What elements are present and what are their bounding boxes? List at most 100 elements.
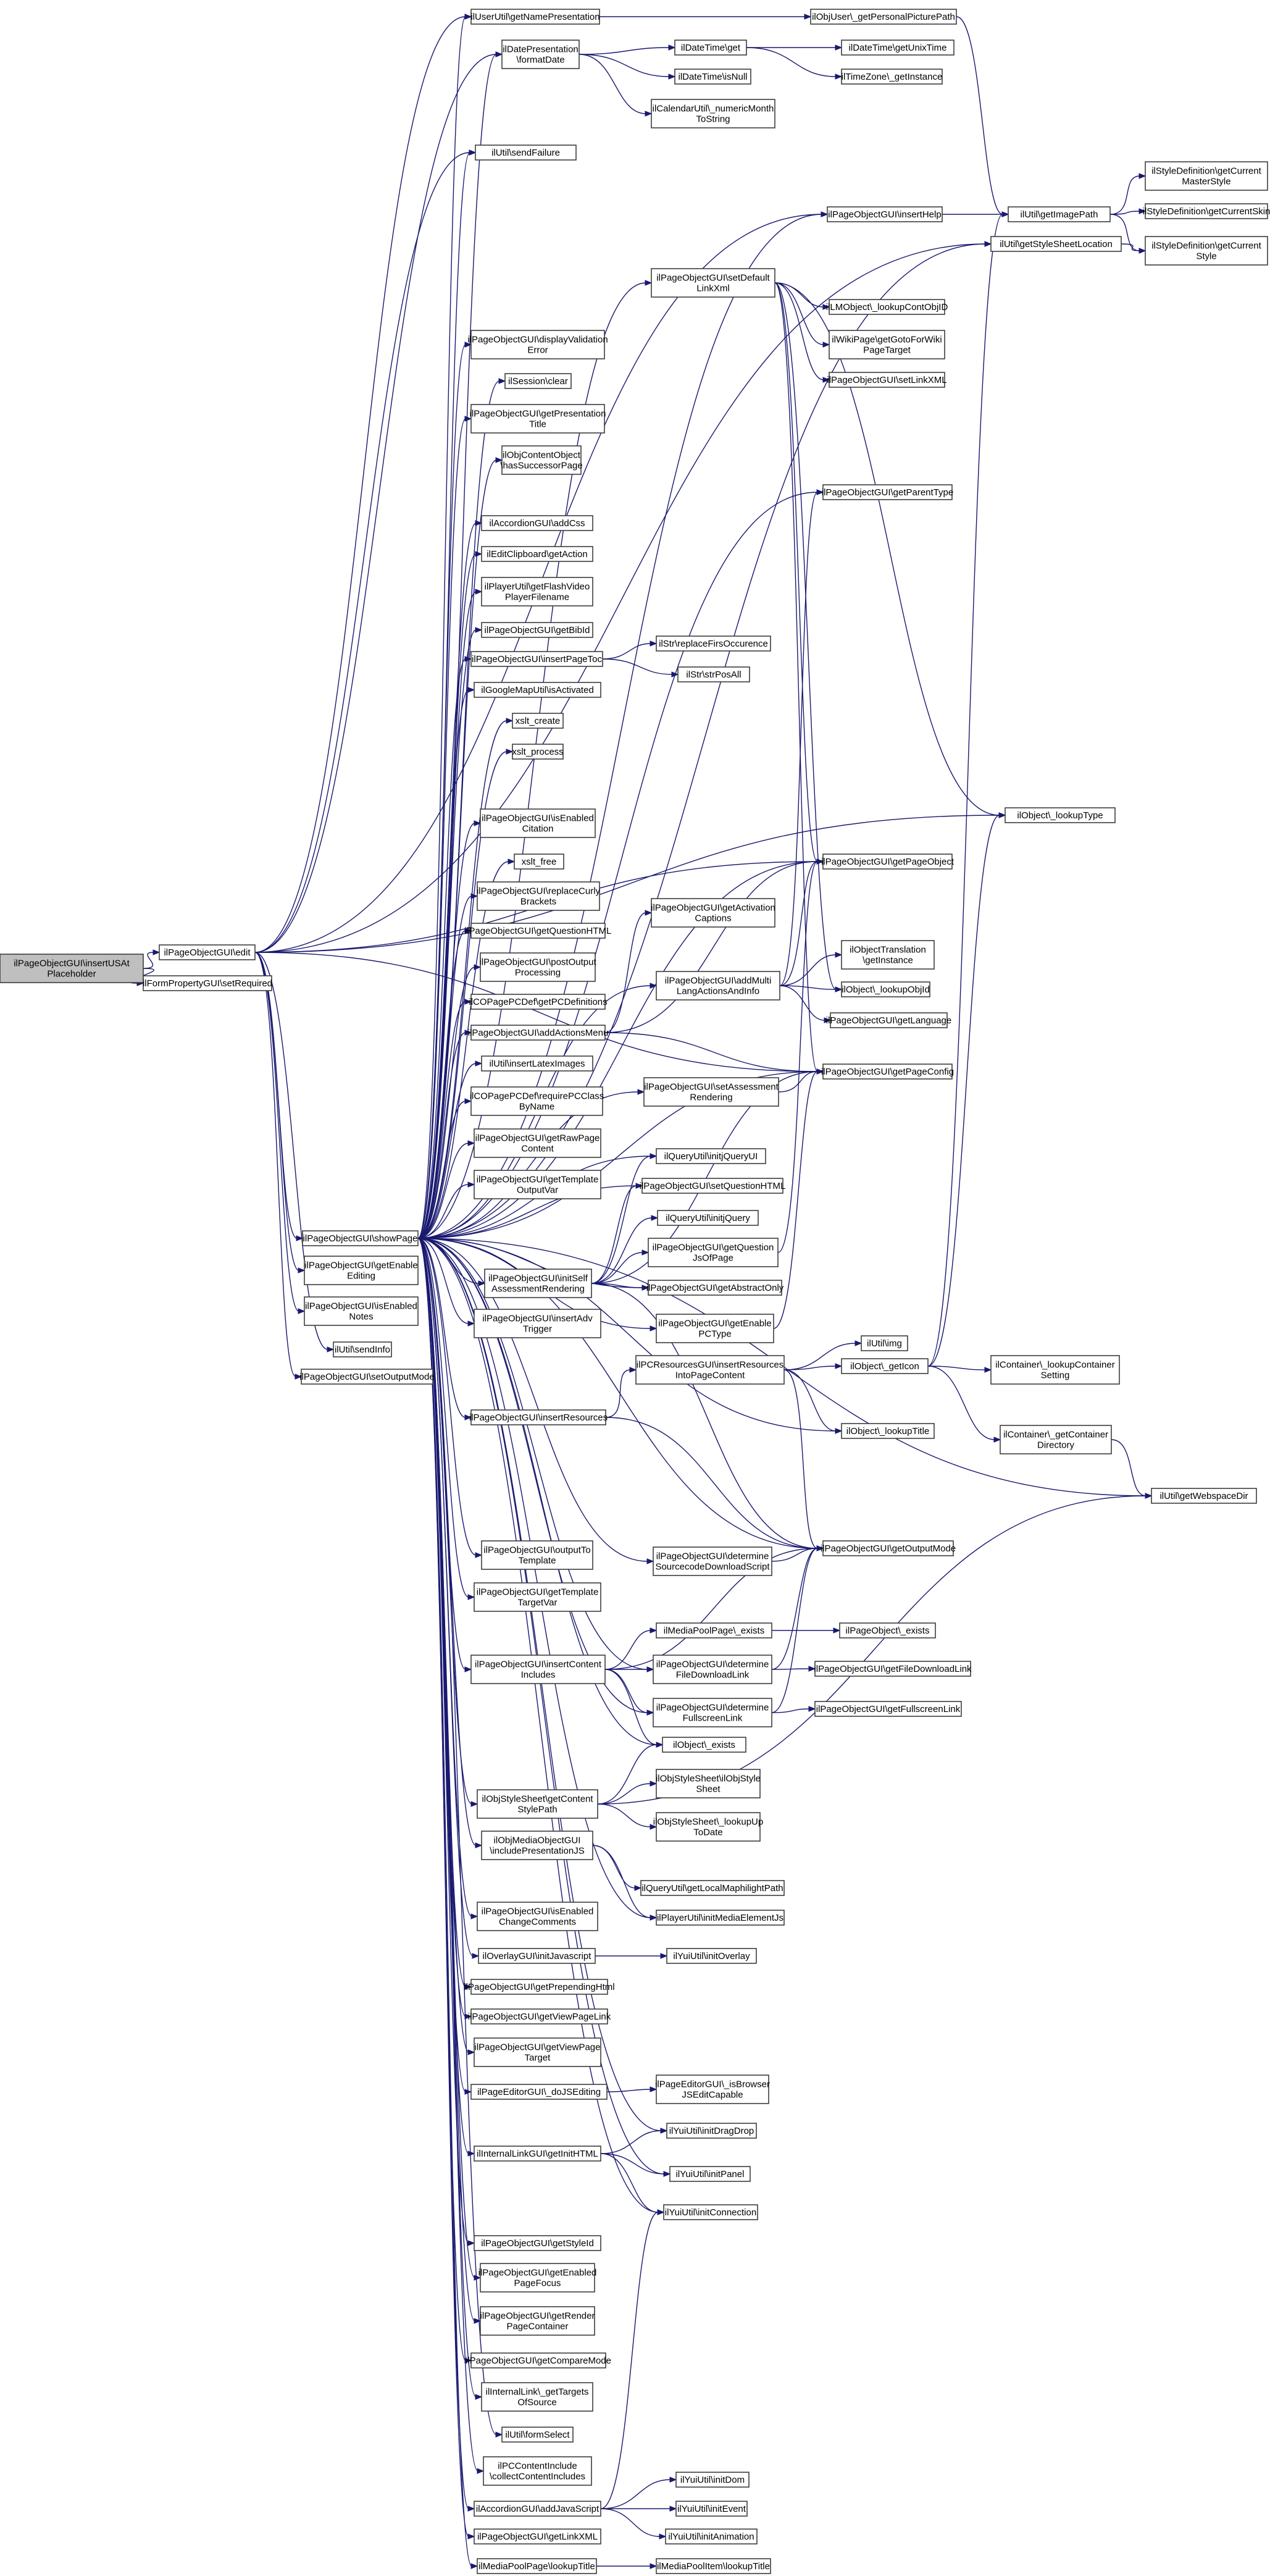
node-glx[interactable]: ilPageObjectGUI\getLinkXML [474,2528,601,2545]
node-gom[interactable]: ilPageObjectGUI\getOutputMode [821,1540,956,1556]
node-yid[interactable]: ilYuiUtil\initDom [675,2472,750,2488]
node-gih[interactable]: ilInternalLinkGUI\getInitHTML [474,2146,601,2162]
node-djse[interactable]: ilPageEditorGUI\_doJSEditing [470,2084,608,2100]
node-mipj[interactable]: ilObjMediaObjectGUI\includePresentationJ… [481,1831,593,1860]
node-dfdl[interactable]: ilPageObjectGUI\determineFileDownloadLin… [653,1655,772,1684]
node-imej[interactable]: ilPlayerUtil\initMediaElementJs [656,1910,785,1926]
node-sqh[interactable]: ilPageObjectGUI\setQuestionHTML [640,1178,786,1194]
node-pcci[interactable]: ilPCContentInclude\collectContentInclude… [483,2456,592,2486]
node-xc[interactable]: xslt_create [512,713,564,729]
node-mpe[interactable]: ilMediaPoolPage\_exists [656,1622,772,1638]
node-ir[interactable]: ilPageObjectGUI\insertResources [469,1409,608,1425]
node-fd[interactable]: ilDatePresentation\formatDate [501,40,580,69]
node-amla[interactable]: ilPageObjectGUI\addMultiLangActionsAndIn… [656,971,780,1001]
node-qui[interactable]: ilQueryUtil\initjQueryUI [656,1148,766,1164]
node-gi[interactable]: ilObject\_getIcon [841,1358,929,1374]
node-fs[interactable]: ilUtil\formSelect [501,2427,574,2443]
node-lti[interactable]: ilObject\_lookupTitle [841,1423,935,1439]
node-sdcs[interactable]: ilStyleDefinition\getCurrentSkin [1143,203,1270,219]
node-uimg[interactable]: ilUtil\img [861,1335,908,1351]
node-gnp[interactable]: ilUserUtil\getNamePresentation [470,9,600,25]
node-cpd[interactable]: ilCOPagePCDef\getPCDefinitions [469,994,608,1010]
node-gl[interactable]: ilPageObjectGUI\getLanguage [826,1012,951,1028]
node-gpo[interactable]: ilPageObjectGUI\getPageObject [821,854,955,870]
node-acss[interactable]: ilAccordionGUI\addCss [481,515,593,531]
node-gph[interactable]: ilPageObjectGUI\getPrependingHtml [464,1979,615,1995]
node-spa[interactable]: ilStr\strPosAll [677,666,750,682]
node-mplt[interactable]: ilMediaPoolPage\lookupTitle [477,2558,597,2574]
node-xf[interactable]: xslt_free [514,854,564,870]
node-dsd[interactable]: ilPageObjectGUI\determineSourcecodeDownl… [653,1546,772,1576]
node-ih[interactable]: ilPageObjectGUI\insertHelp [827,206,943,222]
node-rfo[interactable]: ilStr\replaceFirsOccurence [656,636,771,652]
node-show[interactable]: ilPageObjectGUI\showPage [302,1230,419,1246]
node-gwd[interactable]: ilUtil\getWebspaceDir [1151,1488,1257,1504]
node-dtn[interactable]: ilDateTime\isNull [674,69,751,85]
node-gvpl[interactable]: ilPageObjectGUI\getViewPageLink [468,2008,611,2024]
node-yic[interactable]: ilYuiUtil\initConnection [663,2204,758,2220]
node-gpp[interactable]: ilObjUser\_getPersonalPicturePath [810,9,957,25]
node-gpty[interactable]: ilPageObjectGUI\getParentType [822,484,953,500]
node-isar[interactable]: ilPageObjectGUI\initSelfAssessmentRender… [484,1269,592,1298]
node-si[interactable]: ilUtil\sendInfo [333,1341,392,1357]
node-gao[interactable]: ilPageObjectGUI\getAbstractOnly [646,1280,784,1296]
node-ili[interactable]: ilUtil\insertLatexImages [481,1055,593,1072]
node-yia[interactable]: ilYuiUtil\initAnimation [665,2528,758,2545]
node-ecga[interactable]: ilEditClipboard\getAction [481,546,593,562]
node-tzi[interactable]: ilTimeZone\_getInstance [841,69,943,85]
node-ajs[interactable]: ilAccordionGUI\addJavaScript [474,2501,601,2517]
node-dtg[interactable]: ilDateTime\get [674,40,747,56]
node-gmu[interactable]: ilGoogleMapUtil\isActivated [474,682,601,698]
node-jq[interactable]: ilQueryUtil\initjQuery [657,1210,759,1226]
node-edit[interactable]: ilPageObjectGUI\edit [159,944,256,960]
node-gpc[interactable]: ilPageObjectGUI\getPageConfig [821,1064,954,1080]
node-mpilt[interactable]: ilMediaPoolItem\lookupTitle [656,2558,771,2574]
node-gcm[interactable]: ilPageObjectGUI\getCompareMode [466,2352,611,2368]
node-fprs[interactable]: ilFormPropertyGUI\setRequired [143,975,272,991]
node-sf[interactable]: ilUtil\sendFailure [475,145,577,161]
node-gbi[interactable]: ilPageObjectGUI\getBibId [481,622,593,638]
node-otl[interactable]: ilObjectTranslation\getInstance [841,940,935,970]
node-ossi[interactable]: ilObjStyleSheet\ilObjStyleSheet [656,1769,761,1798]
node-xp[interactable]: xslt_process [512,744,564,760]
node-lt[interactable]: ilObject\_lookupType [1005,807,1116,823]
node-yie[interactable]: ilYuiUtil\initEvent [675,2501,748,2517]
node-ogij[interactable]: ilOverlayGUI\initJavascript [478,1948,596,1964]
node-gsi[interactable]: ilPageObjectGUI\getStyleId [474,2235,601,2251]
node-slx[interactable]: ilPageObjectGUI\setLinkXML [827,372,947,388]
node-gfdl[interactable]: ilPageObjectGUI\getFileDownloadLink [814,1661,972,1677]
node-aam[interactable]: ilPageObjectGUI\addActionsMenu [468,1025,609,1041]
node-gfsl[interactable]: ilPageObjectGUI\getFullscreenLink [814,1701,962,1717]
node-ydd[interactable]: ilYuiUtil\initDragDrop [666,2123,757,2139]
